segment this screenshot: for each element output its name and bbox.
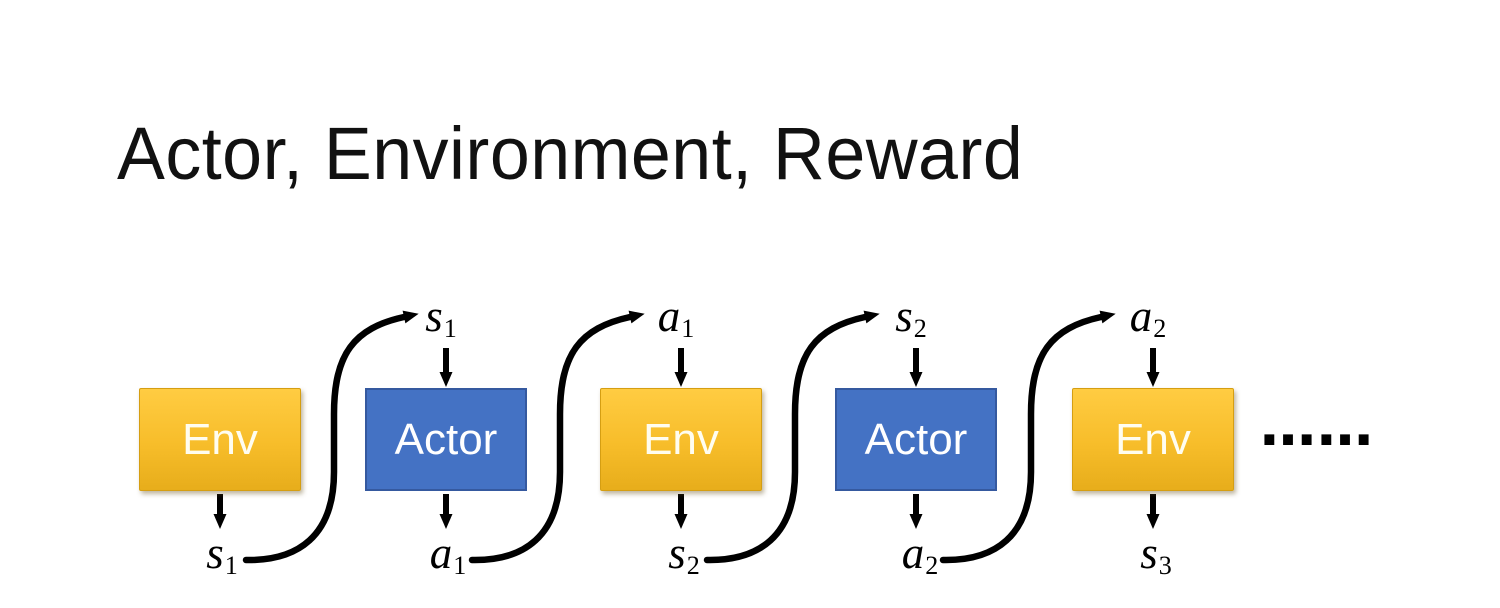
env-box-2: Env [600, 388, 762, 491]
actor-box-1-label: Actor [394, 414, 498, 464]
label-s1-bottom-sub: 1 [224, 551, 238, 581]
label-a1-top-base: a [657, 291, 681, 341]
label-s1-bottom-base: s [206, 528, 224, 578]
env-box-1: Env [139, 388, 301, 491]
label-a1-top-sub: 1 [681, 314, 695, 344]
label-a2-bottom: a2 [902, 531, 939, 579]
label-s2-bottom-sub: 2 [686, 551, 700, 581]
page-title: Actor, Environment, Reward [117, 112, 1024, 195]
label-s2-top-base: s [895, 291, 913, 341]
label-s2-top-sub: 2 [913, 314, 927, 344]
label-s1-top-sub: 1 [443, 314, 457, 344]
env-box-3: Env [1072, 388, 1234, 491]
label-s3-bottom-base: s [1140, 528, 1158, 578]
label-a1-bottom: a1 [430, 531, 467, 579]
label-a2-bottom-base: a [901, 528, 925, 578]
label-a1-top: a1 [658, 294, 695, 342]
label-a2-top: a2 [1130, 294, 1167, 342]
label-a2-bottom-sub: 2 [925, 551, 939, 581]
label-s3-bottom-sub: 3 [1158, 551, 1172, 581]
env-box-3-label: Env [1115, 414, 1191, 464]
label-s1-top-base: s [425, 291, 443, 341]
actor-box-2-label: Actor [864, 414, 968, 464]
label-s2-bottom: s2 [668, 531, 700, 579]
label-s2-bottom-base: s [668, 528, 686, 578]
label-s3-bottom: s3 [1140, 531, 1172, 579]
actor-box-1: Actor [365, 388, 527, 491]
label-a2-top-sub: 2 [1153, 314, 1167, 344]
label-s1-bottom: s1 [206, 531, 238, 579]
actor-box-2: Actor [835, 388, 997, 491]
label-a1-bottom-base: a [429, 528, 453, 578]
env-box-1-label: Env [182, 414, 258, 464]
env-box-2-label: Env [643, 414, 719, 464]
continuation-ellipsis: …… [1260, 394, 1374, 459]
label-a2-top-base: a [1129, 291, 1153, 341]
label-s2-top: s2 [895, 294, 927, 342]
label-s1-top: s1 [425, 294, 457, 342]
label-a1-bottom-sub: 1 [453, 551, 467, 581]
